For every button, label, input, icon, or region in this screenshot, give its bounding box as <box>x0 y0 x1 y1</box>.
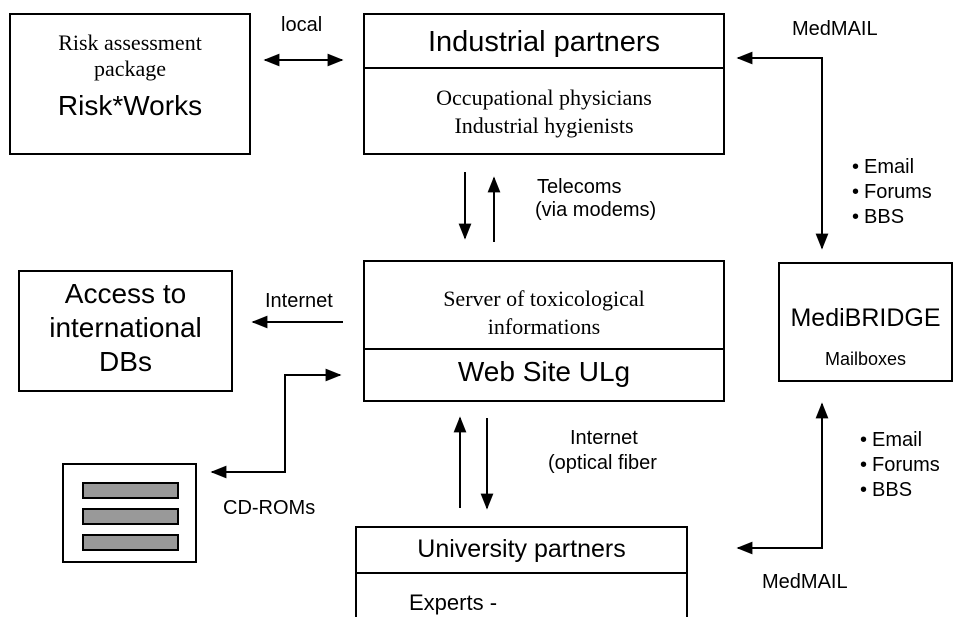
server-line1: Server of toxicological <box>443 286 645 311</box>
label-via-modems: (via modems) <box>535 199 657 221</box>
cdrom-disc-1 <box>82 482 179 499</box>
label-internet-mid: Internet <box>570 427 638 449</box>
university-line1: Experts - <box>409 590 498 615</box>
label-cdroms: CD-ROMs <box>223 497 316 519</box>
server-divider <box>365 348 723 350</box>
industrial-divider <box>365 67 723 69</box>
industrial-title: Industrial partners <box>427 26 661 58</box>
medmail-top-connector <box>736 51 829 250</box>
label-telecoms: Telecoms <box>537 176 622 198</box>
server-line2: informations <box>487 314 601 339</box>
service-forums: Forums <box>852 180 932 205</box>
cdrom-connector <box>210 368 342 479</box>
risk-line1: Risk assessment <box>58 30 202 55</box>
university-title: University partners <box>417 535 626 563</box>
industrial-line1: Occupational physicians <box>436 85 652 110</box>
services-bottom-list: Email Forums BBS <box>860 428 940 503</box>
medibridge-title: MediBRIDGE <box>790 304 941 332</box>
medibridge-subtitle: Mailboxes <box>824 349 907 369</box>
label-medmail-bottom: MedMAIL <box>762 571 848 593</box>
risk-line2: package <box>93 56 167 81</box>
service-email: Email <box>852 155 932 180</box>
server-box: Server of toxicological informations Web… <box>363 260 725 402</box>
label-local: local <box>281 14 323 36</box>
industrial-partners-box: Industrial partners Occupational physici… <box>363 13 725 155</box>
risk-product: Risk*Works <box>57 90 203 121</box>
services-top-list: Email Forums BBS <box>852 155 932 230</box>
service-bbs: BBS <box>852 205 932 230</box>
service-email: Email <box>860 428 940 453</box>
risk-assessment-box: Risk assessment package Risk*Works <box>9 13 251 155</box>
cdrom-drive-icon <box>62 463 197 563</box>
server-site: Web Site ULg <box>457 356 631 387</box>
medibridge-box: MediBRIDGE Mailboxes <box>778 262 953 382</box>
access-line2: international <box>49 312 202 343</box>
university-partners-box: University partners Experts - <box>355 526 688 617</box>
service-forums: Forums <box>860 453 940 478</box>
medmail-bottom-connector <box>736 402 829 555</box>
cdrom-disc-3 <box>82 534 179 551</box>
label-optical-fiber: (optical fiber <box>548 452 657 474</box>
label-medmail-top: MedMAIL <box>792 18 878 40</box>
industrial-line2: Industrial hygienists <box>454 113 634 138</box>
label-internet-left: Internet <box>265 290 333 312</box>
cdrom-disc-2 <box>82 508 179 525</box>
university-divider <box>357 572 686 574</box>
service-bbs: BBS <box>860 478 940 503</box>
access-line1: Access to <box>64 278 187 309</box>
access-line3: DBs <box>99 346 152 377</box>
access-db-box: Access to international DBs <box>18 270 233 392</box>
